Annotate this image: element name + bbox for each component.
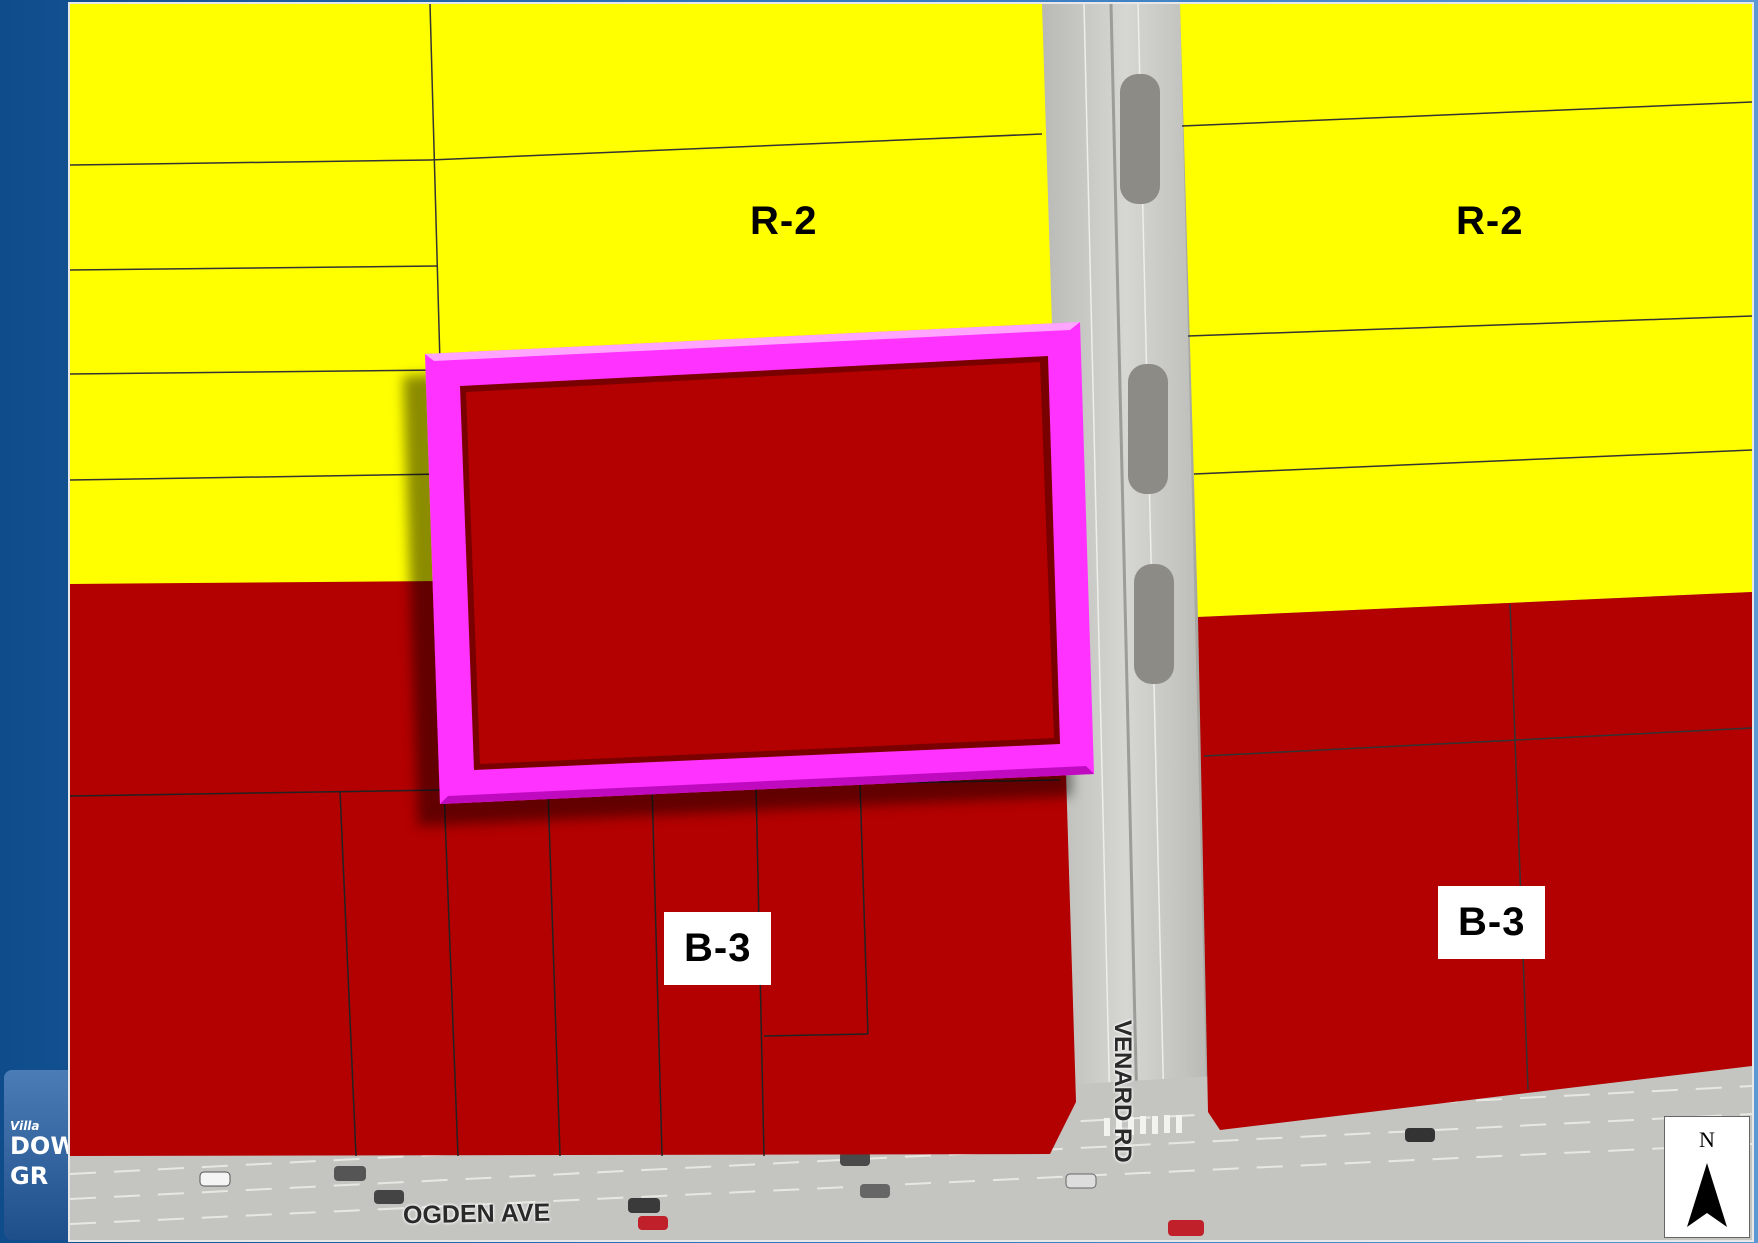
car xyxy=(1065,1173,1097,1189)
zone-label-b3-west: B-3 xyxy=(664,912,772,985)
venard-road-lane xyxy=(1083,4,1114,1240)
car xyxy=(840,1152,870,1166)
vehicles xyxy=(199,1128,1435,1236)
map-canvas xyxy=(70,4,1752,1240)
car xyxy=(628,1198,660,1213)
street-label-ogden: OGDEN AVE xyxy=(402,1198,551,1230)
ogden-lane-marking xyxy=(70,1143,1752,1225)
village-logo: Villa DOW GR xyxy=(4,1070,68,1240)
highlight-bevel-top xyxy=(425,322,1080,361)
crosswalk xyxy=(1104,1115,1182,1136)
median-island xyxy=(1120,74,1160,204)
zone-label-r2-west: R-2 xyxy=(750,199,818,243)
logo-text-downers: DOW xyxy=(10,1132,68,1160)
logo-text-village: Villa xyxy=(10,1119,40,1133)
street-label-venard: VENARD RD xyxy=(1109,1020,1136,1163)
car xyxy=(1405,1128,1435,1142)
zone-label-b3-east: B-3 xyxy=(1438,886,1546,959)
north-arrow: N xyxy=(1664,1116,1750,1238)
median-island xyxy=(1128,364,1168,494)
car xyxy=(638,1216,668,1230)
zone-b3-east xyxy=(1198,592,1752,1130)
zone-label-r2-east: R-2 xyxy=(1456,199,1524,243)
car xyxy=(334,1166,366,1181)
north-arrow-icon xyxy=(1687,1163,1727,1227)
logo-text-grove: GR xyxy=(10,1162,49,1190)
median-island xyxy=(1134,564,1174,684)
car xyxy=(374,1190,404,1204)
car xyxy=(860,1184,890,1198)
ogden-lane-marking xyxy=(70,1113,1752,1200)
parcel-lines-east xyxy=(1181,101,1752,1091)
north-arrow-letter: N xyxy=(1699,1127,1715,1152)
highlight-bevel-bottom xyxy=(440,766,1094,804)
car xyxy=(199,1171,231,1187)
subject-property-highlight xyxy=(425,322,1094,804)
venard-road-centerline xyxy=(1109,4,1142,1240)
zone-r2-east xyxy=(1180,4,1752,617)
zoning-map: R-2 R-2 B-3 B-3 VENARD RD OGDEN AVE N xyxy=(70,4,1752,1240)
car xyxy=(1168,1220,1204,1236)
